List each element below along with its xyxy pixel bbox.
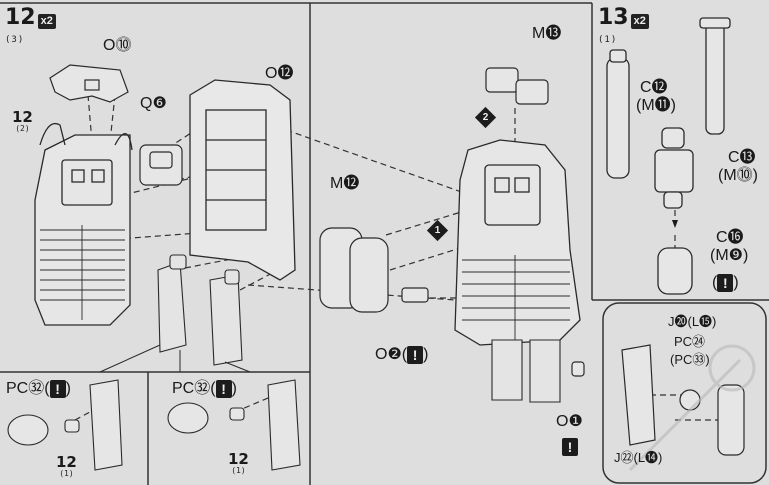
label-j22: J㉒(L⓮) [614,450,663,465]
leg-connectors [99,344,251,373]
mini-step-ref-3: 12 (1) [228,450,249,476]
watermark-logo [628,344,756,472]
paren-close: ) [733,274,739,292]
label-pc24-alt: (PC㉝) [670,352,710,367]
paren-open: ( [712,274,718,292]
label-c13: C⓭ [728,149,756,166]
step-12-number: 12 [5,5,36,30]
step-13-sub: (1) [598,35,618,45]
label-c12: C⓬ [640,79,668,96]
step-12-multiplier: x2 [37,14,56,29]
mini-step-number: 12 [12,108,33,126]
mini-step-sub: (2) [15,124,30,133]
label-c16-warning: (!) [712,274,739,292]
label-o12: O⓬ [265,65,294,82]
leg-parts-center [491,339,561,403]
label-pc32-b: PC㉜(!) [172,380,237,398]
mini-step-sub: (1) [59,469,74,478]
label-m13: M⓭ [532,25,562,42]
label-j20: J⓴(L⓯) [668,314,717,329]
label-pc32-a: PC㉜(!) [6,380,71,398]
label-o1-warning: ! [562,438,578,456]
label-pc32-a-text: PC㉜( [6,380,50,398]
label-o2-close: ) [423,346,429,364]
order-marker-2: 2 [474,106,497,129]
mini-step-number: 12 [56,453,77,471]
mini-step-ref-2: 12 (1) [56,453,77,479]
label-c16-alt: (M❾) [710,247,749,264]
order-marker-text: 1 [434,225,441,236]
mini-step-number: 12 [228,450,249,468]
step-13-multiplier: x2 [630,14,649,29]
label-c12-alt: (M⓫) [636,97,676,114]
mini-step-sub: (1) [231,466,246,475]
label-c13-alt: (M⓾) [718,167,758,184]
label-pc32-b-close: ) [231,380,237,398]
step-13-number: 13 [598,5,629,30]
torso-part-left [34,122,133,326]
warning-icon: ! [407,346,424,364]
bottom-subparts [7,379,301,471]
part-m13 [485,67,549,105]
warning-icon: ! [215,380,232,398]
part-o1 [571,361,585,377]
warning-icon: ! [562,438,578,456]
part-o10 [49,64,129,103]
order-marker-1: 1 [426,219,449,242]
label-pc24: PC㉔ [674,334,706,349]
label-o10: O⓾ [103,37,132,54]
label-c16: C⓰ [716,229,744,246]
part-o2 [401,287,429,303]
joint-assembly [654,127,694,209]
torso-ribs-left [40,225,125,320]
warning-icon: ! [49,380,66,398]
part-m12 [319,227,389,313]
order-marker-text: 2 [482,112,489,123]
warning-icon: ! [717,274,734,292]
leg-parts-left [157,254,243,366]
label-o1: O❶ [556,413,583,430]
label-pc32-a-close: ) [65,380,71,398]
part-o12 [189,79,296,281]
step-12-sub: (3) [5,35,25,45]
part-c13 [699,17,731,135]
label-o2-text: O❷( [375,346,408,364]
label-q6: Q❻ [140,95,167,112]
part-c16 [657,247,693,295]
label-pc32-b-text: PC㉜( [172,380,216,398]
part-c12 [606,49,630,179]
label-m12: M⓬ [330,175,360,192]
label-o2: O❷(!) [375,346,428,364]
inset-parts [621,344,745,456]
torso-part-center [454,139,581,346]
part-q6 [139,144,183,186]
torso-ribs-center [462,255,570,340]
mini-step-ref-1: 12 (2) [12,108,33,134]
